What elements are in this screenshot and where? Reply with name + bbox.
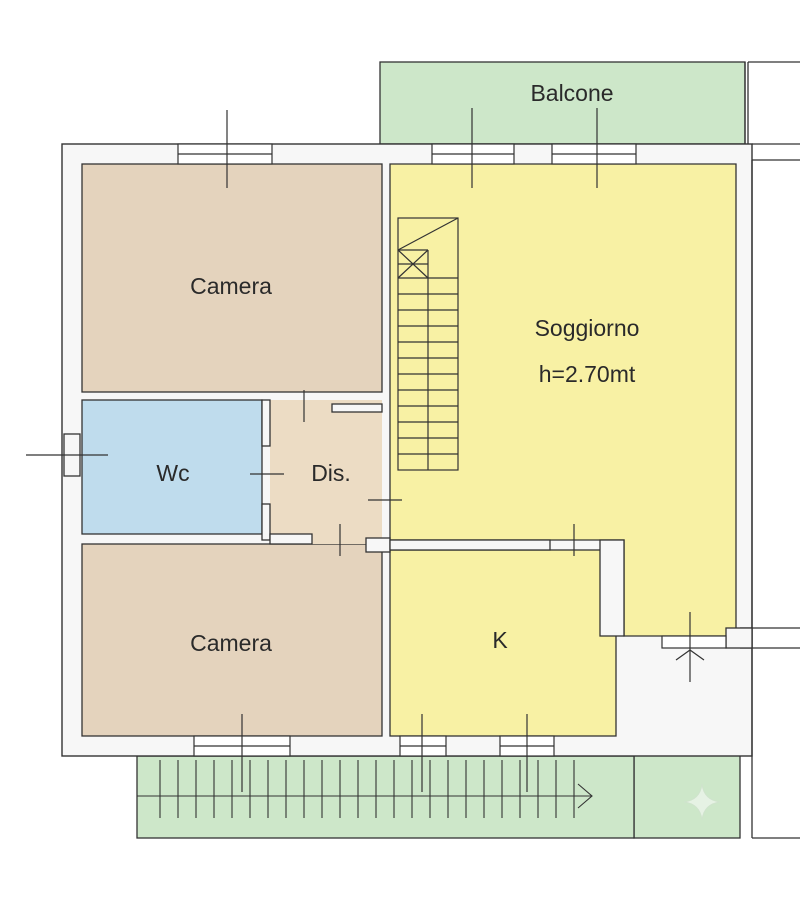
wc-label: Wc [156, 460, 189, 486]
dis-label: Dis. [311, 460, 351, 486]
interior-walls [63, 399, 753, 649]
windows [177, 143, 727, 757]
outdoor-steps [137, 760, 593, 818]
terrace-bottom [136, 755, 635, 839]
balcone-label: Balcone [530, 80, 613, 106]
dis-hall [270, 400, 382, 544]
wc-room [81, 399, 263, 535]
camera-top-room [81, 163, 383, 393]
balcony-top [379, 61, 746, 145]
soggiorno-label: Soggiorno [535, 315, 640, 341]
camera-bottom-label: Camera [190, 630, 272, 656]
kitchen-label: K [492, 627, 508, 653]
cross-markers [26, 108, 705, 792]
kitchen-room [389, 549, 617, 737]
room-labels: Balcone Camera Wc Dis. Soggiorno h=2.70m… [156, 80, 639, 656]
camera-top-label: Camera [190, 273, 272, 299]
sparkle-icon [683, 783, 721, 821]
rooms [81, 163, 737, 737]
camera-bottom-room [81, 543, 383, 737]
staircase [397, 217, 459, 471]
height-note: h=2.70mt [539, 361, 636, 387]
